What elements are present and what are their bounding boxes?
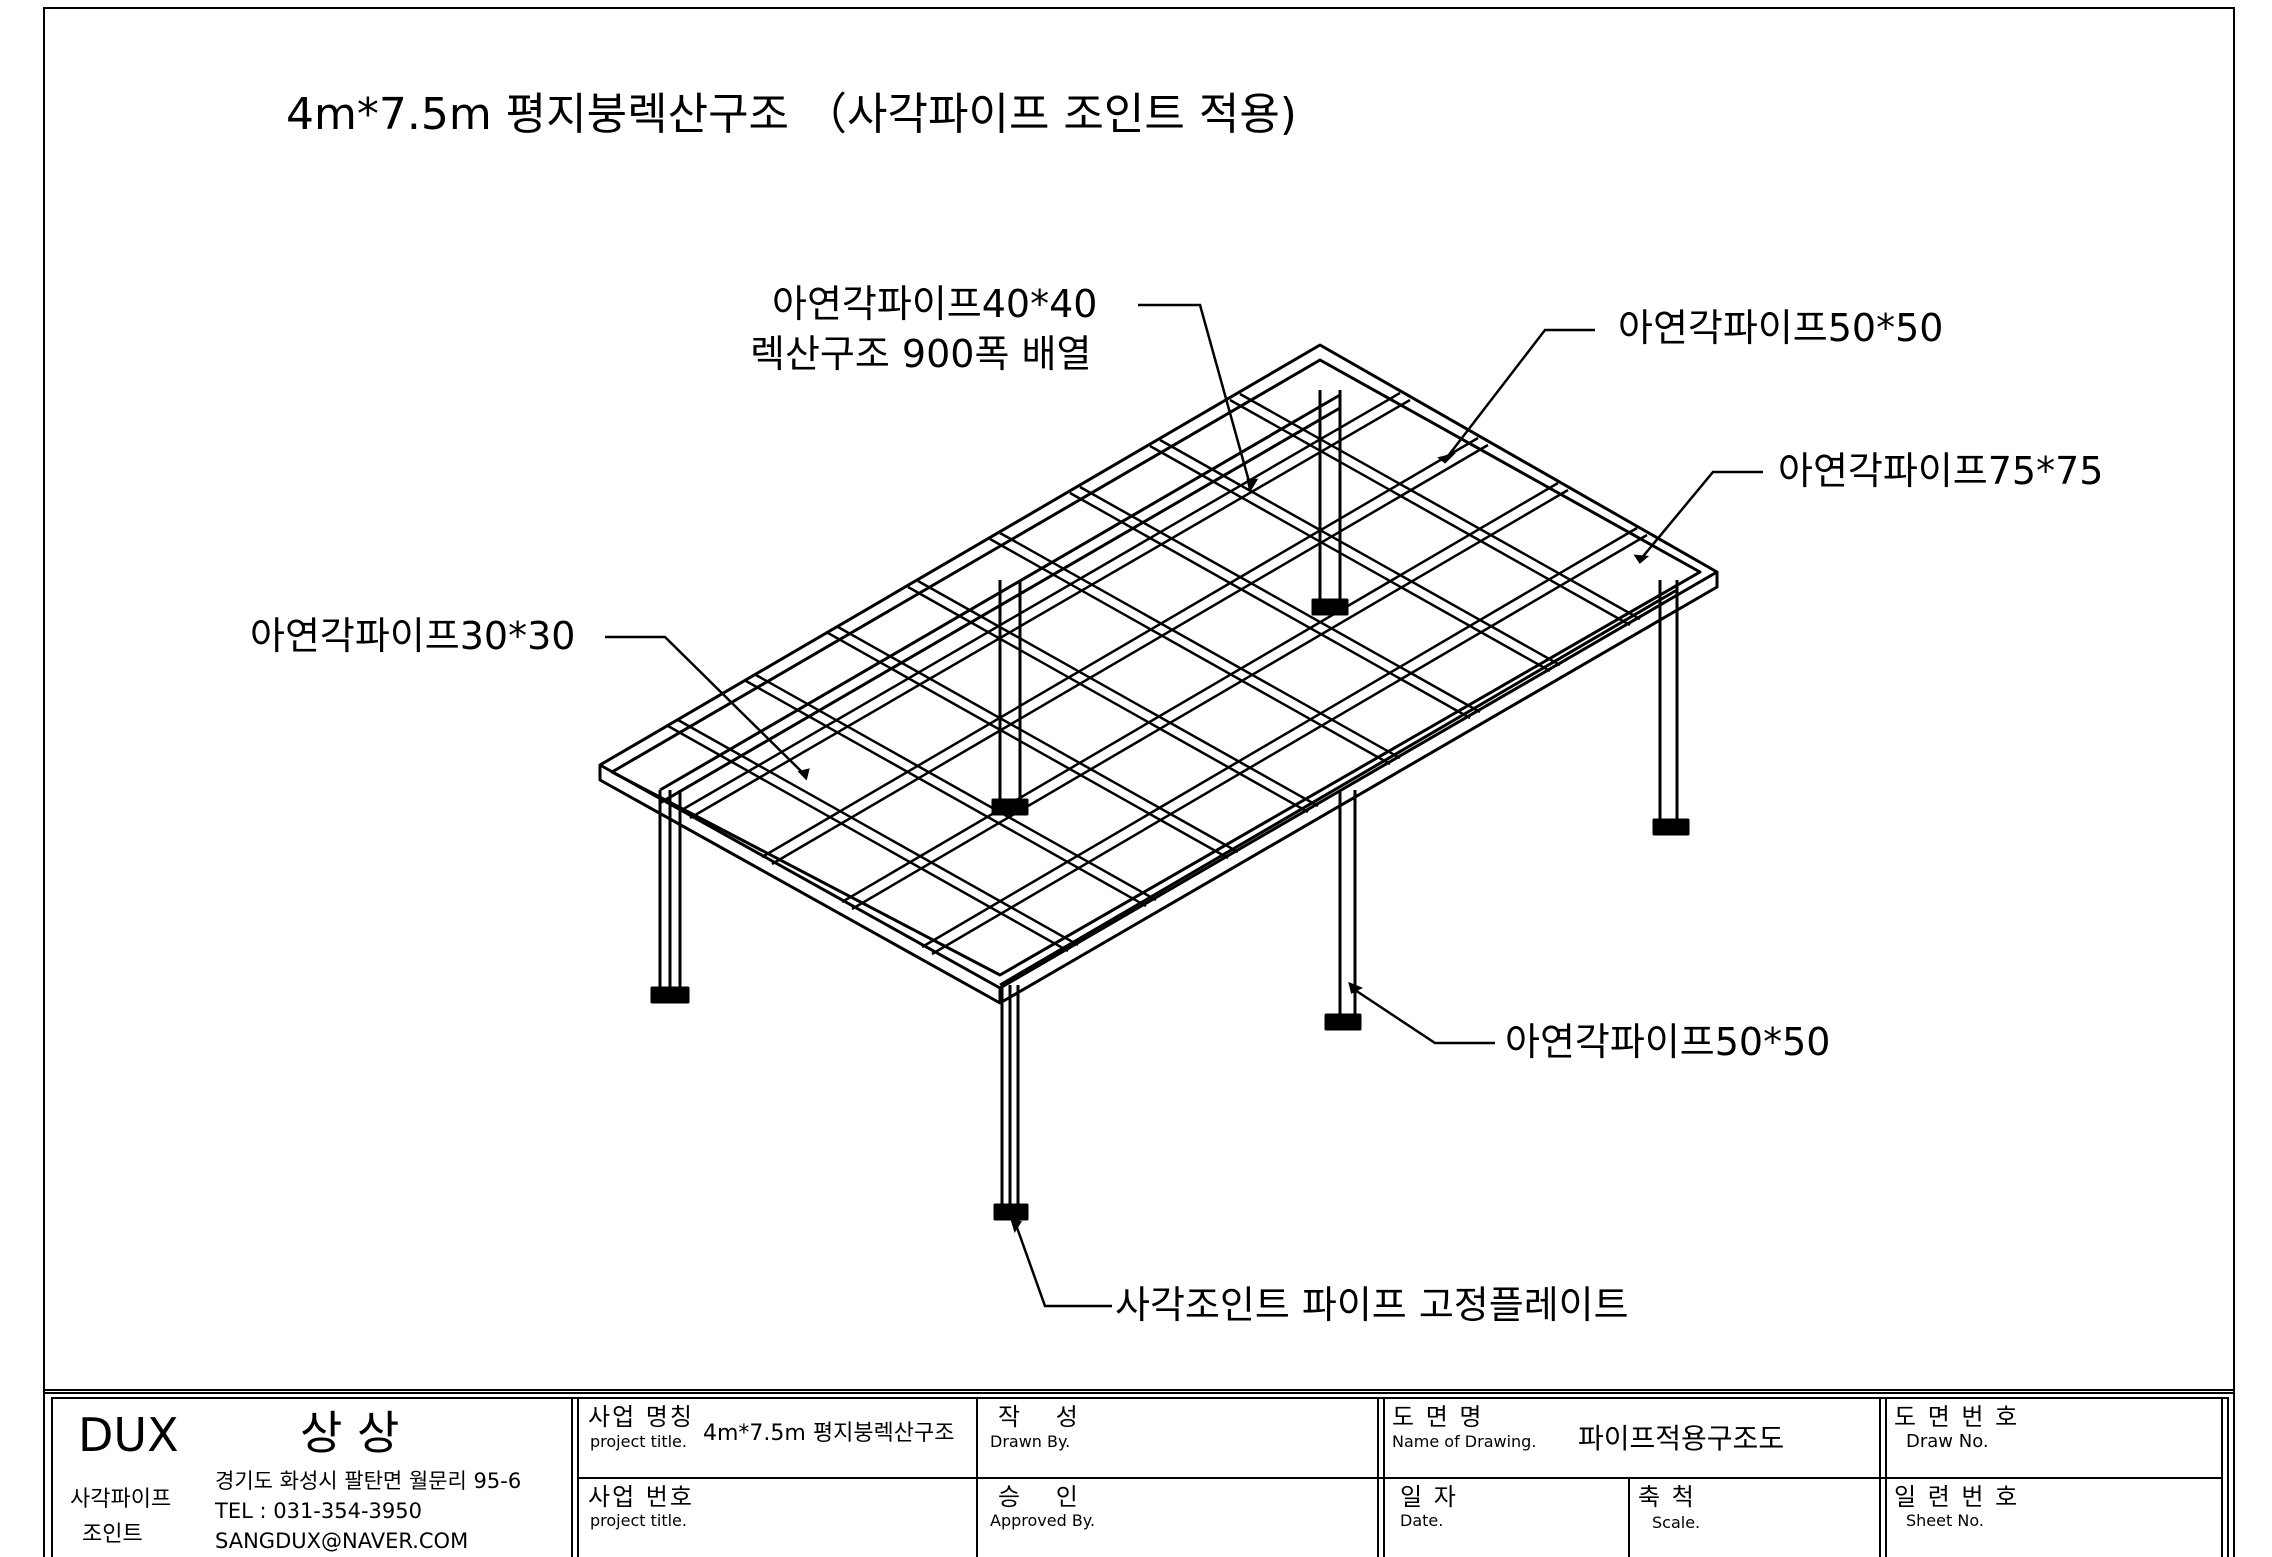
company-name: 상 상 — [300, 1406, 400, 1460]
frame-outline — [598, 343, 1719, 1005]
callout-pipe-75: 아연각파이프75*75 — [1778, 449, 2104, 493]
callout-pipe-50-top: 아연각파이프50*50 — [1618, 306, 1944, 350]
approved-by-label: 승 인 — [998, 1483, 1092, 1511]
callout-pipe-50-post: 아연각파이프50*50 — [1505, 1020, 1831, 1064]
callout-fixing-plate: 사각조인트 파이프 고정플레이트 — [1115, 1283, 1629, 1327]
sheet-no-label-en: Sheet No. — [1906, 1511, 1984, 1530]
project-name-label-en: project title. — [590, 1432, 687, 1451]
title-block-grid — [44, 1389, 2234, 1557]
drawing-name-label-en: Name of Drawing. — [1392, 1432, 1537, 1451]
company-address: 경기도 화성시 팔탄면 월문리 95-6 — [215, 1469, 522, 1493]
longitudinal-members — [667, 392, 1641, 953]
project-no-label-en: project title. — [590, 1511, 687, 1530]
structure-drawing — [598, 343, 1719, 1221]
date-label: 일 자 — [1400, 1483, 1458, 1511]
draw-no-label: 도 면 번 호 — [1894, 1403, 2020, 1431]
callout-pipe-40: 아연각파이프40*40 — [772, 282, 1098, 326]
callout-pipe-30: 아연각파이프30*30 — [250, 614, 576, 658]
leader-lines — [605, 303, 1763, 1308]
company-brand: DUX — [78, 1408, 179, 1462]
company-tel: TEL : 031-354-3950 — [215, 1499, 422, 1523]
drawing-title: 4m*7.5m 평지붕렉산구조 （사각파이프 조인트 적용) — [286, 89, 1297, 140]
scale-label-en: Scale. — [1652, 1513, 1701, 1532]
scale-label: 축 척 — [1638, 1483, 1696, 1511]
transverse-members — [679, 391, 1648, 956]
draw-no-label-en: Draw No. — [1906, 1431, 1989, 1452]
drawing-name-label: 도 면 명 — [1392, 1403, 1484, 1431]
project-name-label: 사업 명칭 — [588, 1403, 694, 1431]
drawn-by-label-en: Drawn By. — [990, 1432, 1071, 1451]
callout-lexan-array: 렉산구조 900폭 배열 — [750, 332, 1092, 376]
main-beams — [659, 393, 1678, 987]
date-label-en: Date. — [1400, 1511, 1444, 1530]
company-product-line2: 조인트 — [82, 1522, 143, 1547]
drawn-by-label: 작 성 — [998, 1403, 1092, 1431]
project-name-value: 4m*7.5m 평지붕렉산구조 — [703, 1421, 955, 1446]
sheet-border — [43, 7, 2235, 1557]
sheet-no-label: 일 련 번 호 — [1894, 1483, 2020, 1511]
drawing-name-value: 파이프적용구조도 — [1578, 1422, 1785, 1455]
company-product-line1: 사각파이프 — [70, 1487, 172, 1512]
company-email: SANGDUX@NAVER.COM — [215, 1529, 469, 1553]
approved-by-label-en: Approved By. — [990, 1511, 1096, 1530]
project-no-label: 사업 번호 — [588, 1483, 694, 1511]
